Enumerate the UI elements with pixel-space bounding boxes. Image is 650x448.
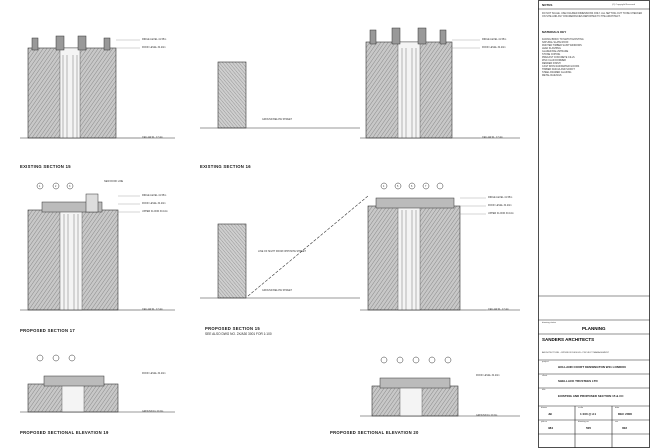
level-label: CELLAR FL. 17.4m	[482, 136, 503, 139]
grid-markers-15	[380, 182, 444, 190]
copyright: (C) Copyright Reserved	[612, 4, 635, 6]
level-label: ROOF LEVEL 34.20m	[142, 202, 166, 205]
level-label: GROUND FL 20.0m	[142, 410, 164, 413]
materials-heading: MATERIALS KEY	[542, 30, 567, 34]
material-item: FACING BRICK TO MATCH EXISTING	[542, 38, 584, 41]
material-item: STONE COPING	[542, 53, 561, 56]
grid-marker: 1	[39, 185, 41, 188]
job-label: job no	[541, 421, 547, 423]
date-value: DEC 2008	[618, 412, 632, 416]
level-label: CELLAR FL. 17.4m	[142, 308, 163, 311]
grid-marker: 7	[425, 185, 427, 188]
material-item: STEEL FRAMED GLAZING	[542, 71, 572, 74]
proposed-sectional-elevation-19-title: PROPOSED SECTIONAL ELEVATION 19	[20, 430, 109, 435]
scale-label: scale	[578, 407, 584, 409]
grid-markers-17	[36, 182, 74, 190]
grid-marker: 5	[397, 185, 399, 188]
material-item: RENDER FINISH	[542, 62, 561, 65]
level-label: RIDGE LEVEL 41.55m	[142, 38, 167, 41]
drawn-value: JB	[548, 412, 552, 416]
street-label: GROUND BELOW STREET	[262, 118, 293, 121]
status-label: drawing status	[542, 322, 557, 324]
level-label: RIDGE LEVEL 41.55m	[142, 194, 167, 197]
status-value: PLANNING	[582, 326, 606, 331]
existing-section-15-title: EXISTING SECTION 15	[20, 164, 71, 169]
material-item: PRECAST CONCRETE CILLS	[542, 56, 575, 59]
level-label: CELLAR FL. 17.4m	[488, 308, 509, 311]
material-item: PAINTED TIMBER SASH WINDOWS	[542, 44, 582, 47]
material-item: LEAD FLASHING	[542, 47, 561, 50]
job-value: 384	[548, 426, 554, 430]
notes-heading: NOTES	[542, 3, 553, 7]
street-label: GROUND BELOW STREET	[262, 289, 293, 292]
sightline-note: LINE OF SIGHT FROM OPPOSITE STREET	[258, 250, 306, 253]
level-label: RIDGE LEVEL 41.55m	[488, 196, 513, 199]
project-value: HOLLAND COURT KENSINGTON W11 LONDON	[558, 365, 626, 369]
materials-list: FACING BRICK TO MATCH EXISTING NATURAL S…	[542, 38, 646, 77]
proposed-section-15-title: PROPOSED SECTION 15	[205, 326, 261, 331]
roof-note: NEW ROOF LINE	[104, 180, 124, 183]
grid-marker: 3	[69, 185, 71, 188]
title-label: title	[542, 389, 546, 391]
level-label: GROUND FL 20.0m	[476, 414, 498, 417]
proposed-sectional-elevation-20-building	[360, 377, 520, 417]
dwg-label: drawing no	[578, 421, 589, 423]
notes-intro: DO NOT SCALE. USE FIGURED DIMENSIONS ONL…	[542, 12, 643, 18]
material-item: CAST IRON RAINWATER GOODS	[542, 65, 580, 68]
date-label: date	[615, 407, 620, 409]
proposed-sectional-elevation-20-title: PROPOSED SECTIONAL ELEVATION 20	[330, 430, 419, 435]
grid-marker: 6	[411, 185, 413, 188]
proposed-sectional-elevation-19-building	[20, 375, 175, 413]
proposed-section-17-building	[20, 193, 175, 311]
material-item: TIMBER FASCIA AND SOFFIT	[542, 68, 575, 71]
existing-section-16-title: EXISTING SECTION 16	[200, 164, 251, 169]
architect-sub: ARCHITECTURE • INTERIOR DESIGN • PROJECT…	[542, 352, 609, 354]
rev-value: 002	[622, 426, 628, 430]
proposed-section-15-subtitle: SEE ALSO DWG NO. 2X/A30 3001 FOR 1:100	[205, 332, 272, 336]
dwg-value: 505	[586, 426, 592, 430]
level-label: UPPER FLOOR 30.10m	[142, 210, 168, 213]
level-label: ROOF LEVEL 34.20m	[482, 46, 506, 49]
material-item: NATURAL SLATE ROOF	[542, 41, 569, 44]
grid-marker: 2	[55, 185, 57, 188]
proposed-section-15-building	[200, 195, 520, 311]
level-label: UPPER FLOOR 30.10m	[488, 212, 514, 215]
level-label: ROOF LEVEL 34.20m	[142, 46, 166, 49]
client-value: SHELLACK TRUSTEES LTD	[558, 379, 598, 383]
proposed-section-17-title: PROPOSED SECTION 17	[20, 328, 76, 333]
existing-section-15-building	[20, 35, 175, 139]
architect-name: SANDERS ARCHITECTS	[542, 337, 595, 342]
level-label: RIDGE LEVEL 41.55m	[482, 38, 507, 41]
material-item: ZINC CLAD DORMER	[542, 59, 566, 62]
rev-label: rev	[615, 421, 619, 423]
grid-marker: 4	[383, 185, 385, 188]
level-label: ROOF LEVEL 34.20m	[488, 204, 512, 207]
level-label: CELLAR FL. 17.4m	[142, 136, 163, 139]
level-label: ROOF LEVEL 34.20m	[476, 374, 500, 377]
title-value: EXISTING AND PROPOSED SECTION 15 & CC	[558, 394, 624, 398]
title-block: NOTES (C) Copyright Reserved DO NOT SCAL…	[538, 0, 650, 448]
scale-value: 1:100 @ A1	[580, 412, 596, 416]
level-label: ROOF LEVEL 34.20m	[142, 372, 166, 375]
material-item: METAL RAILINGS	[542, 74, 562, 77]
client-label: client	[542, 375, 548, 377]
drawing-sheet	[20, 27, 520, 417]
drawn-label: drawn	[541, 407, 547, 409]
existing-section-16-building	[200, 27, 520, 139]
material-item: GLAZED BALUSTRADE	[542, 50, 569, 53]
project-label: project	[542, 361, 549, 363]
